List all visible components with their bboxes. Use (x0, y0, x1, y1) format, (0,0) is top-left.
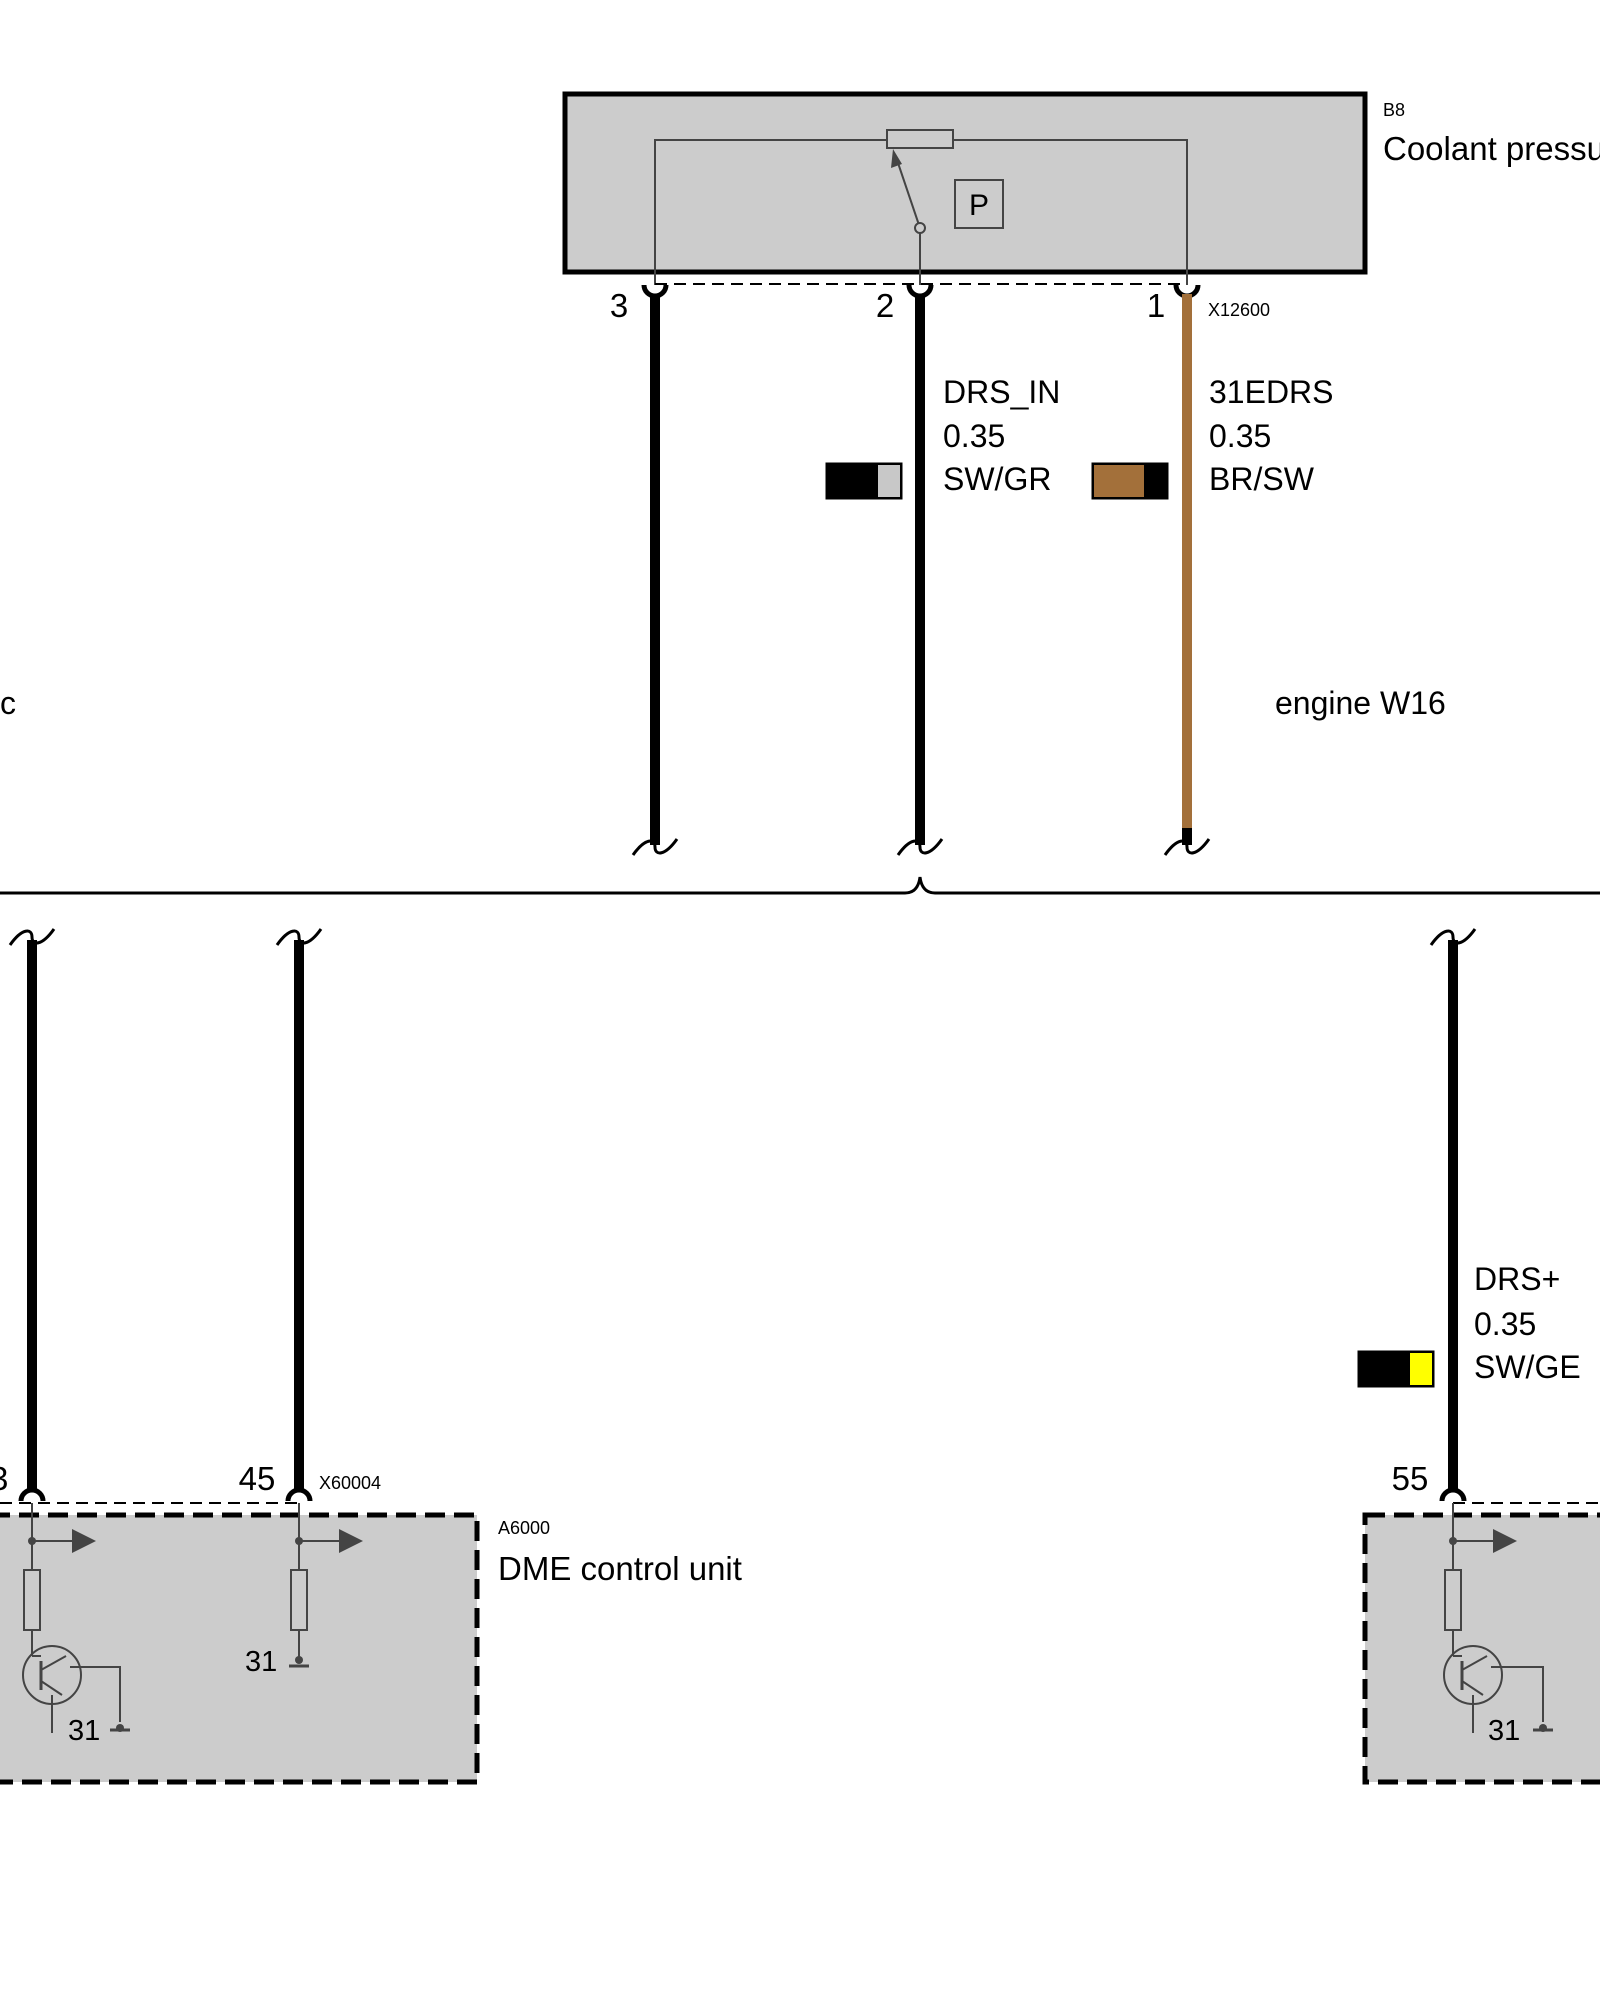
upper-wires (631, 294, 1211, 856)
pin-socket-55 (1439, 1487, 1467, 1502)
lower-wires (8, 928, 1477, 1490)
transistor-icon (1443, 1645, 1503, 1705)
sensor-internal-circuit (654, 139, 887, 285)
ground-node-icon (1539, 1724, 1547, 1732)
ground-node-icon (28, 1537, 36, 1545)
pin-label-55: 55 (1392, 1460, 1429, 1497)
wire-signal: DRS+ (1474, 1261, 1560, 1297)
signal-arrow-icon (339, 1529, 363, 1553)
harness-brace (0, 876, 1600, 895)
transistor-icon (22, 1645, 82, 1705)
ground-label: 31 (68, 1715, 100, 1747)
connector-ref-x60004: X60004 (319, 1473, 381, 1493)
sensor-internal-circuit-right (953, 139, 1188, 285)
wiper-pivot-icon (914, 222, 926, 234)
wire-label-31edrs: 31EDRS 0.35 BR/SW (1091, 374, 1334, 500)
pin-label-2: 2 (876, 287, 894, 324)
wiper-line (895, 156, 921, 229)
signal-arrow-icon (72, 1529, 96, 1553)
pressure-symbol-box (954, 179, 1004, 229)
ground-node-icon (1449, 1537, 1457, 1545)
connector-ref-x12600: X12600 (1208, 300, 1270, 320)
wire-gauge: 0.35 (943, 418, 1005, 454)
dme-control-unit[interactable]: 3 45 X60004 A6000 DME control unit 31 (0, 1460, 742, 1785)
control-unit-body (0, 1512, 480, 1785)
left-edge-label: c (0, 685, 16, 721)
ground-node-icon (116, 1724, 124, 1732)
swatch-secondary (1410, 1353, 1432, 1385)
pin-socket-left (18, 1487, 46, 1502)
sensor-ref: B8 (1383, 100, 1405, 120)
wire-break-icon (275, 928, 323, 946)
swatch-secondary (878, 465, 900, 497)
wire-color-code: BR/SW (1209, 461, 1315, 497)
ground-label: 31 (245, 1646, 277, 1678)
harness-label: engine W16 (1275, 685, 1446, 721)
pin-label-partial: 3 (0, 1460, 8, 1497)
wire-signal: DRS_IN (943, 374, 1060, 410)
pin-socket-45 (285, 1487, 313, 1502)
swatch-secondary (1144, 465, 1166, 497)
resistor-icon (23, 1569, 41, 1631)
coolant-pressure-sensor[interactable]: P B8 Coolant pressu X12600 3 2 1 (562, 91, 1600, 324)
pin-label-1: 1 (1147, 287, 1165, 324)
wire-signal: 31EDRS (1209, 374, 1334, 410)
wire-label-drs-plus: DRS+ 0.35 SW/GE (1357, 1261, 1581, 1388)
wire-break-icon (631, 838, 679, 856)
input-circuit-45 (289, 1503, 345, 1668)
potentiometer-icon (886, 129, 954, 149)
wire-break-icon (896, 838, 944, 856)
wire-gauge: 0.35 (1474, 1306, 1536, 1342)
swatch-primary (828, 465, 878, 497)
resistor-icon (290, 1569, 308, 1631)
wire-label-drs-in: DRS_IN 0.35 SW/GR (825, 374, 1060, 500)
wire-break-icon (1163, 838, 1211, 856)
wire-break-icon (1429, 928, 1477, 946)
wire-color-code: SW/GE (1474, 1349, 1581, 1385)
ground-label: 31 (1488, 1715, 1520, 1747)
swatch-primary (1094, 465, 1144, 497)
pressure-symbol-icon: P (969, 189, 989, 222)
swatch-primary (1360, 1353, 1410, 1385)
wire-break-icon (8, 928, 56, 946)
resistor-icon (1444, 1569, 1462, 1631)
pin-label-3: 3 (610, 287, 628, 324)
wire-color-code: SW/GR (943, 461, 1051, 497)
ground-node-icon (295, 1537, 303, 1545)
ground-node-icon (295, 1656, 303, 1664)
signal-arrow-icon (1493, 1529, 1517, 1553)
control-unit-ref: A6000 (498, 1518, 550, 1538)
control-unit-name: DME control unit (498, 1550, 742, 1587)
pin-label-45: 45 (239, 1460, 276, 1497)
sensor-name: Coolant pressu (1383, 130, 1600, 167)
input-circuit-55 (1452, 1503, 1553, 1733)
right-control-unit[interactable]: 55 31 (1362, 1460, 1600, 1785)
wire-gauge: 0.35 (1209, 418, 1271, 454)
wiper-arrow-icon (891, 149, 902, 168)
